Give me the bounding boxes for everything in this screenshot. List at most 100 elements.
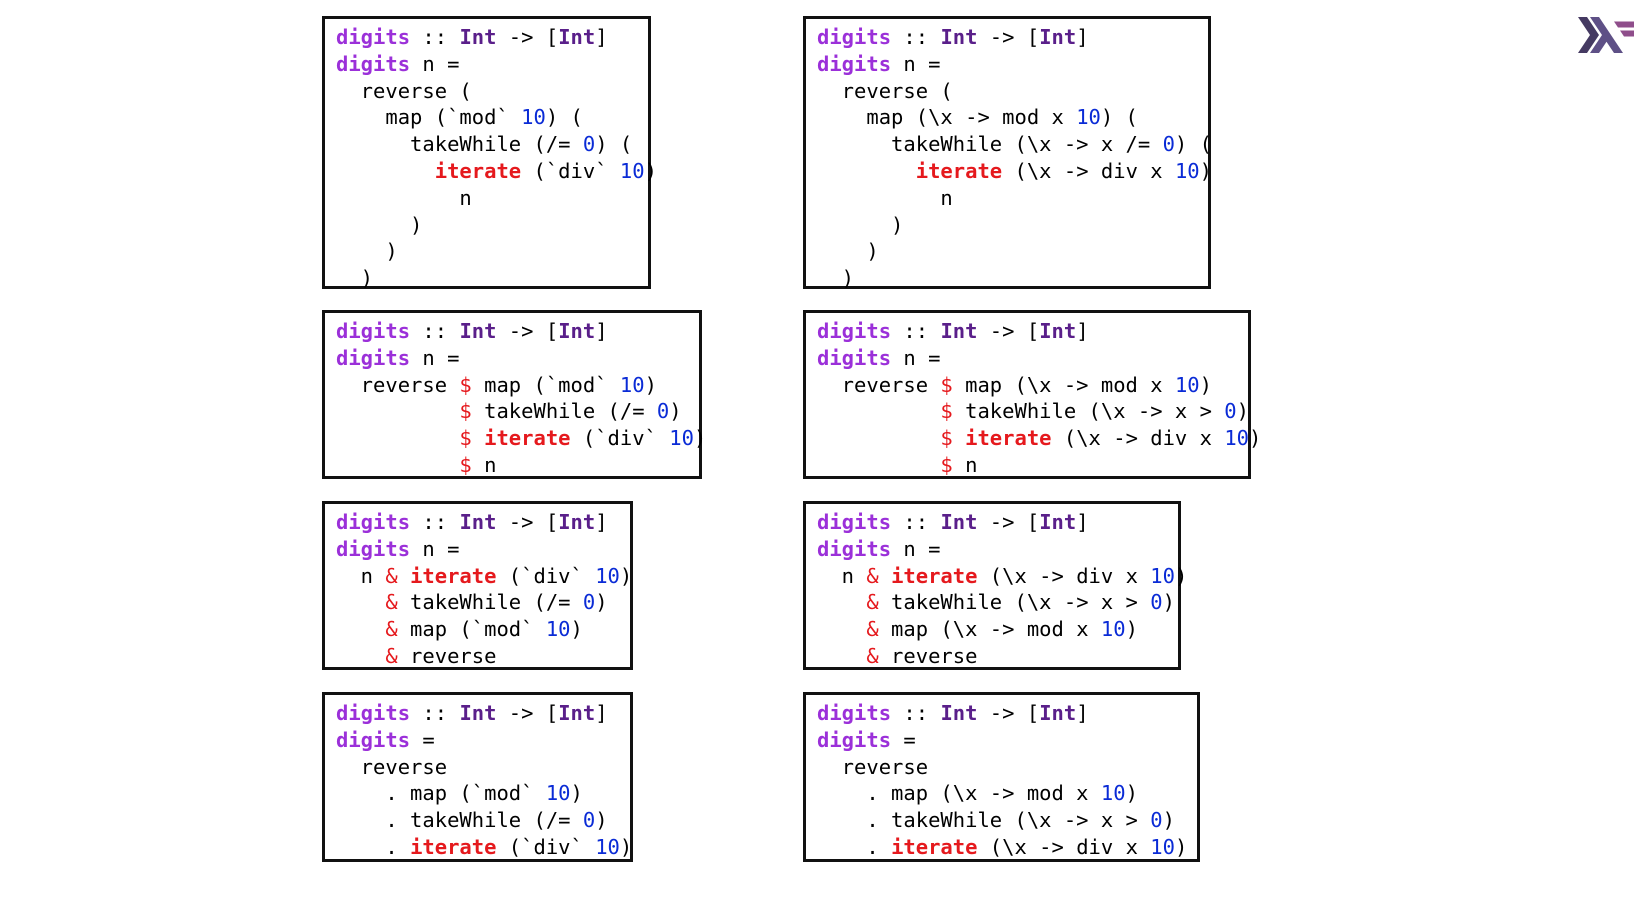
number-literal: 10 [1100,617,1126,642]
code-text: n = [891,345,941,370]
function-name: digits [817,25,892,49]
haskell-logo-icon [1578,17,1634,53]
code-text: -> [ [496,319,559,343]
number-literal: 0 [582,590,596,615]
function-name: digits [336,727,411,752]
code-text: ) ( [1174,132,1212,157]
code-text: :: [891,319,941,343]
code-text: = [410,727,435,752]
code-text: -> [ [977,25,1040,49]
number-literal: 10 [669,426,694,451]
code-line: n [336,185,648,212]
code-text: ] [1076,701,1089,725]
code-text: reverse ( [817,78,953,103]
code-text [336,590,385,614]
code-line: & map (\x -> mod x 10) [817,616,1178,643]
code-text: ) [1236,399,1249,424]
code-text: (\x -> div x [1051,426,1225,451]
code-line: reverse ( [817,78,1208,105]
code-text: -> [ [977,510,1040,534]
code-text: (`div` [521,158,620,183]
code-line: reverse [336,754,630,781]
number-literal: 10 [1174,158,1200,183]
code-text: ] [1076,510,1089,534]
code-text: reverse [397,643,497,668]
code-text: (\x -> div x [977,563,1151,588]
code-block-nested-parens-sections: digits :: Int -> [Int]digits n = reverse… [322,16,657,290]
code-block-compose-sections: digits :: Int -> [Int]digits = reverse .… [322,692,633,862]
code-line: reverse [817,754,1197,781]
function-name: digits [817,727,892,752]
code-text [879,564,891,588]
number-literal: 10 [521,105,546,130]
code-line: iterate (\x -> div x 10) [817,158,1212,185]
code-line: digits n = [336,345,699,372]
code-text: ) [1125,617,1138,642]
code-text: ) [595,590,608,615]
code-line: . map (\x -> mod x 10) [817,780,1197,807]
logo-lambda [1590,17,1623,53]
code-text: map (`mod` [397,617,546,642]
code-text: reverse [817,372,941,397]
code-text: ) [1162,808,1175,833]
operator: & [385,643,398,668]
code-line: $ takeWhile (\x -> x > 0) [817,398,1249,425]
code-text: takeWhile (/= [336,132,583,157]
code-text: takeWhile (\x -> x > [878,590,1151,615]
code-text: map (\x -> mod x [878,617,1101,642]
code-text: reverse [336,372,460,397]
code-line: digits n = [817,345,1248,372]
code-text: ) [570,617,583,642]
code-line: digits :: Int -> [Int] [817,24,1208,51]
code-text: ) ( [1100,105,1138,130]
code-block-ampersand-lambdas: digits :: Int -> [Int]digits n = n & ite… [803,501,1187,670]
type-name: Int [1039,25,1077,49]
number-literal: 10 [1076,105,1101,130]
code-line: . iterate (\x -> div x 10) [817,834,1197,861]
number-literal: 0 [582,132,596,157]
number-literal: 10 [595,563,620,588]
code-text: ) [1199,372,1212,397]
code-line: ) [336,212,648,239]
code-text: . takeWhile (/= [336,808,583,833]
operator: $ [940,452,953,477]
code-text: takeWhile (\x -> x /= [817,132,1163,157]
code-text: (`div` [496,563,596,588]
code-text: . takeWhile (\x -> x > [817,808,1151,833]
logo-chevron-left [1578,17,1599,53]
code-text: -> [ [496,25,559,49]
code-text: ] [595,510,608,534]
code-text: n = [891,536,941,561]
code-text: -> [ [977,319,1040,343]
number-literal: 10 [545,781,571,806]
code-text [336,644,385,668]
code-text: :: [891,701,941,725]
operator: & [866,617,879,642]
code-line: $ takeWhile (/= 0) [336,398,699,425]
code-line: digits :: Int -> [Int] [817,318,1248,345]
code-line: digits :: Int -> [Int] [817,509,1178,536]
function-name: digits [336,701,411,725]
code-text: ) [1174,834,1188,859]
code-text [817,644,866,668]
operator: & [866,590,879,615]
code-text: (\x -> div x [1002,158,1175,183]
number-literal: 0 [656,399,670,424]
code-line: digits :: Int -> [Int] [336,700,630,727]
code-text [336,159,435,183]
code-text [336,617,385,641]
code-text: reverse ( [336,78,472,103]
code-text [472,426,484,450]
code-text: n [952,452,978,477]
code-line: $ iterate (\x -> div x 10) [817,425,1261,452]
code-text: ] [595,701,608,725]
code-text: ) [336,212,423,237]
code-line: reverse $ map (`mod` 10) [336,372,699,399]
function-name: digits [817,510,892,534]
code-line: & takeWhile (/= 0) [336,589,630,616]
code-text: map (`mod` [336,105,522,130]
code-text: :: [410,319,460,343]
code-block-dollar-lambdas: digits :: Int -> [Int]digits n = reverse… [803,310,1261,479]
type-name: Int [1039,701,1077,725]
code-line: takeWhile (\x -> x /= 0) ( [817,131,1212,158]
